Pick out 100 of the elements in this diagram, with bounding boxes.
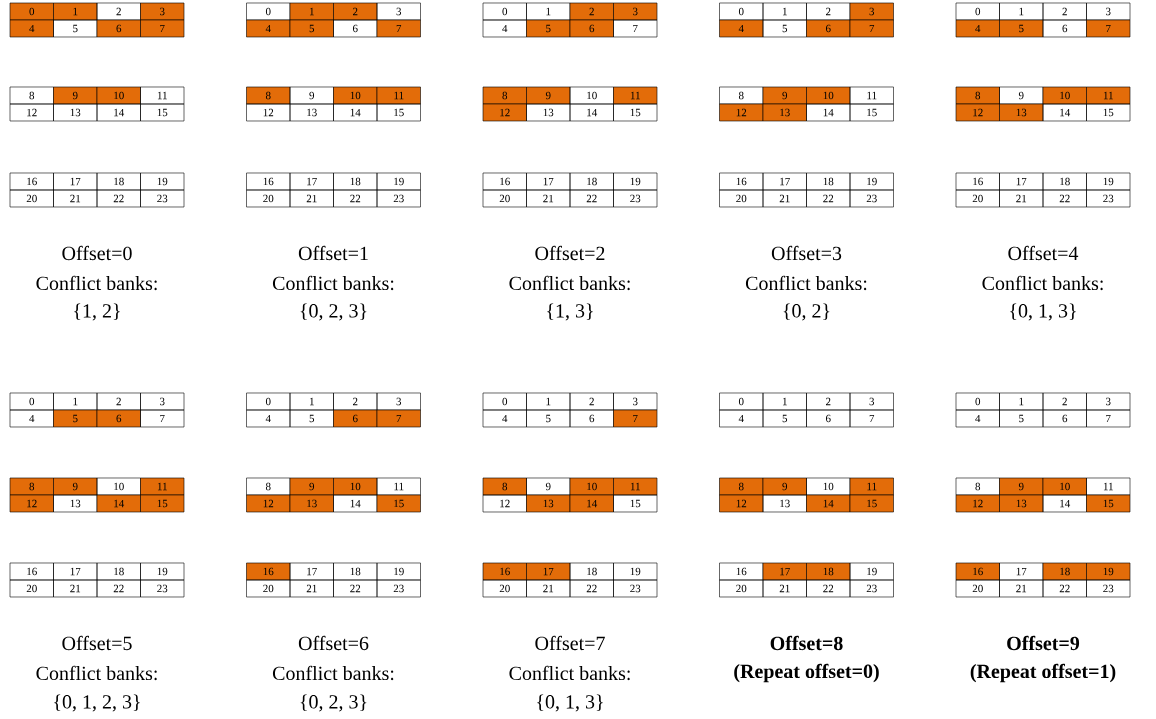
table-cell: 20 xyxy=(482,189,527,208)
table-cell: 15 xyxy=(376,103,421,122)
table-cell: 16 xyxy=(955,562,1000,581)
table-cell: 16 xyxy=(719,172,764,191)
table-cell: 17 xyxy=(526,562,571,581)
table-cell: 23 xyxy=(613,579,658,598)
table-cell: 20 xyxy=(955,189,1000,208)
caption-text: Offset=2 xyxy=(535,245,605,261)
table-cell: 19 xyxy=(140,562,185,581)
table-cell: 5 xyxy=(762,409,807,428)
table-cell: 7 xyxy=(376,19,421,38)
table-cell: 6 xyxy=(1042,19,1087,38)
table-cell: 10 xyxy=(569,477,614,496)
table-cell: 2 xyxy=(569,392,614,411)
table-cell: 13 xyxy=(53,494,98,513)
table-cell: 6 xyxy=(806,409,851,428)
table-cell: 16 xyxy=(482,172,527,191)
caption-text: (Repeat offset=1) xyxy=(970,663,1116,683)
table-cell: 18 xyxy=(806,172,851,191)
table-cell: 21 xyxy=(289,579,334,598)
table-cell: 6 xyxy=(333,19,378,38)
table-cell: 21 xyxy=(999,579,1044,598)
table-cell: 5 xyxy=(999,409,1044,428)
table-cell: 2 xyxy=(1042,2,1087,21)
table-cell: 17 xyxy=(762,172,807,191)
table-cell: 17 xyxy=(762,562,807,581)
table-cell: 17 xyxy=(526,172,571,191)
table-cell: 16 xyxy=(246,172,291,191)
caption-text: Offset=8 xyxy=(770,635,843,651)
table-cell: 18 xyxy=(1042,562,1087,581)
table-cell: 13 xyxy=(762,494,807,513)
caption-text: {0, 2, 3} xyxy=(300,303,367,321)
table-cell: 16 xyxy=(9,172,54,191)
table-cell: 13 xyxy=(526,103,571,122)
caption-text: Offset=1 xyxy=(298,245,368,261)
table-cell: 12 xyxy=(482,494,527,513)
table-cell: 3 xyxy=(1086,392,1131,411)
table-cell: 23 xyxy=(849,579,894,598)
table-cell: 5 xyxy=(526,19,571,38)
table-cell: 19 xyxy=(376,172,421,191)
table-cell: 1 xyxy=(289,392,334,411)
table-cell: 22 xyxy=(806,579,851,598)
table-cell: 12 xyxy=(9,103,54,122)
table-cell: 18 xyxy=(806,562,851,581)
caption-text: Offset=4 xyxy=(1008,245,1079,261)
table-cell: 7 xyxy=(140,19,185,38)
table-cell: 8 xyxy=(9,477,54,496)
table-cell: 20 xyxy=(9,579,54,598)
table-cell: 17 xyxy=(999,562,1044,581)
table-cell: 6 xyxy=(569,409,614,428)
table-cell: 17 xyxy=(289,562,334,581)
table-cell: 16 xyxy=(719,562,764,581)
table-cell: 23 xyxy=(1086,579,1131,598)
table-cell: 1 xyxy=(762,392,807,411)
table-cell: 17 xyxy=(53,172,98,191)
table-cell: 4 xyxy=(955,19,1000,38)
table-cell: 14 xyxy=(569,103,614,122)
table-cell: 0 xyxy=(246,392,291,411)
table-cell: 0 xyxy=(719,392,764,411)
table-cell: 22 xyxy=(569,189,614,208)
table-cell: 19 xyxy=(1086,172,1131,191)
table-cell: 14 xyxy=(333,494,378,513)
table-cell: 4 xyxy=(719,409,764,428)
table-cell: 3 xyxy=(140,392,185,411)
table-cell: 0 xyxy=(955,392,1000,411)
table-cell: 18 xyxy=(333,562,378,581)
table-cell: 19 xyxy=(849,562,894,581)
table-cell: 13 xyxy=(999,103,1044,122)
table-cell: 18 xyxy=(333,172,378,191)
caption-text: Conflict banks: xyxy=(272,665,394,681)
table-cell: 7 xyxy=(1086,19,1131,38)
table-cell: 19 xyxy=(613,172,658,191)
caption-text: Conflict banks: xyxy=(982,275,1103,291)
table-cell: 13 xyxy=(289,494,334,513)
table-cell: 19 xyxy=(1086,562,1131,581)
table-cell: 22 xyxy=(1042,579,1087,598)
caption-text: {0, 1, 3} xyxy=(537,694,603,712)
table-cell: 9 xyxy=(999,477,1044,496)
caption-text: Offset=5 xyxy=(62,635,132,651)
table-cell: 20 xyxy=(719,579,764,598)
table-cell: 23 xyxy=(376,579,421,598)
table-cell: 7 xyxy=(376,409,421,428)
table-cell: 12 xyxy=(246,103,291,122)
table-cell: 8 xyxy=(719,477,764,496)
table-cell: 17 xyxy=(999,172,1044,191)
table-cell: 7 xyxy=(613,409,658,428)
table-cell: 22 xyxy=(569,579,614,598)
table-cell: 7 xyxy=(613,19,658,38)
caption-text: Conflict banks: xyxy=(36,275,157,291)
table-cell: 16 xyxy=(955,172,1000,191)
table-cell: 19 xyxy=(140,172,185,191)
table-cell: 15 xyxy=(376,494,421,513)
table-cell: 9 xyxy=(289,86,334,105)
table-cell: 14 xyxy=(806,103,851,122)
table-cell: 12 xyxy=(955,103,1000,122)
table-cell: 12 xyxy=(9,494,54,513)
table-cell: 5 xyxy=(526,409,571,428)
table-cell: 15 xyxy=(1086,494,1131,513)
table-cell: 0 xyxy=(482,392,527,411)
table-cell: 19 xyxy=(376,562,421,581)
